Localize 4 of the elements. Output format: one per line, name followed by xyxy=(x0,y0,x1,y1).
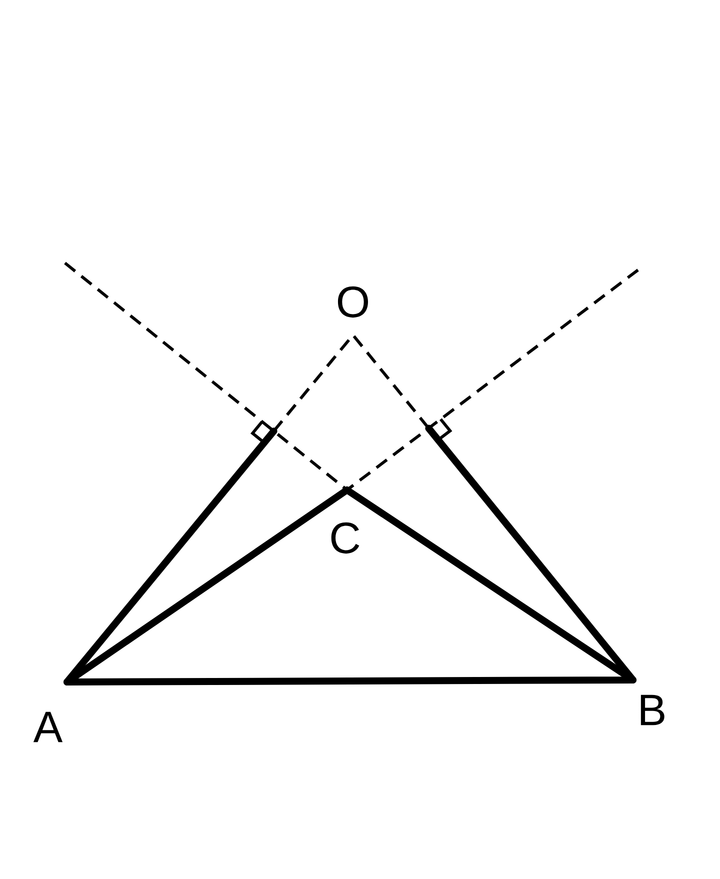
point-label: C xyxy=(331,522,360,554)
point-label: B xyxy=(640,694,664,726)
point-label: A xyxy=(33,712,63,742)
point-label: O xyxy=(338,286,368,318)
